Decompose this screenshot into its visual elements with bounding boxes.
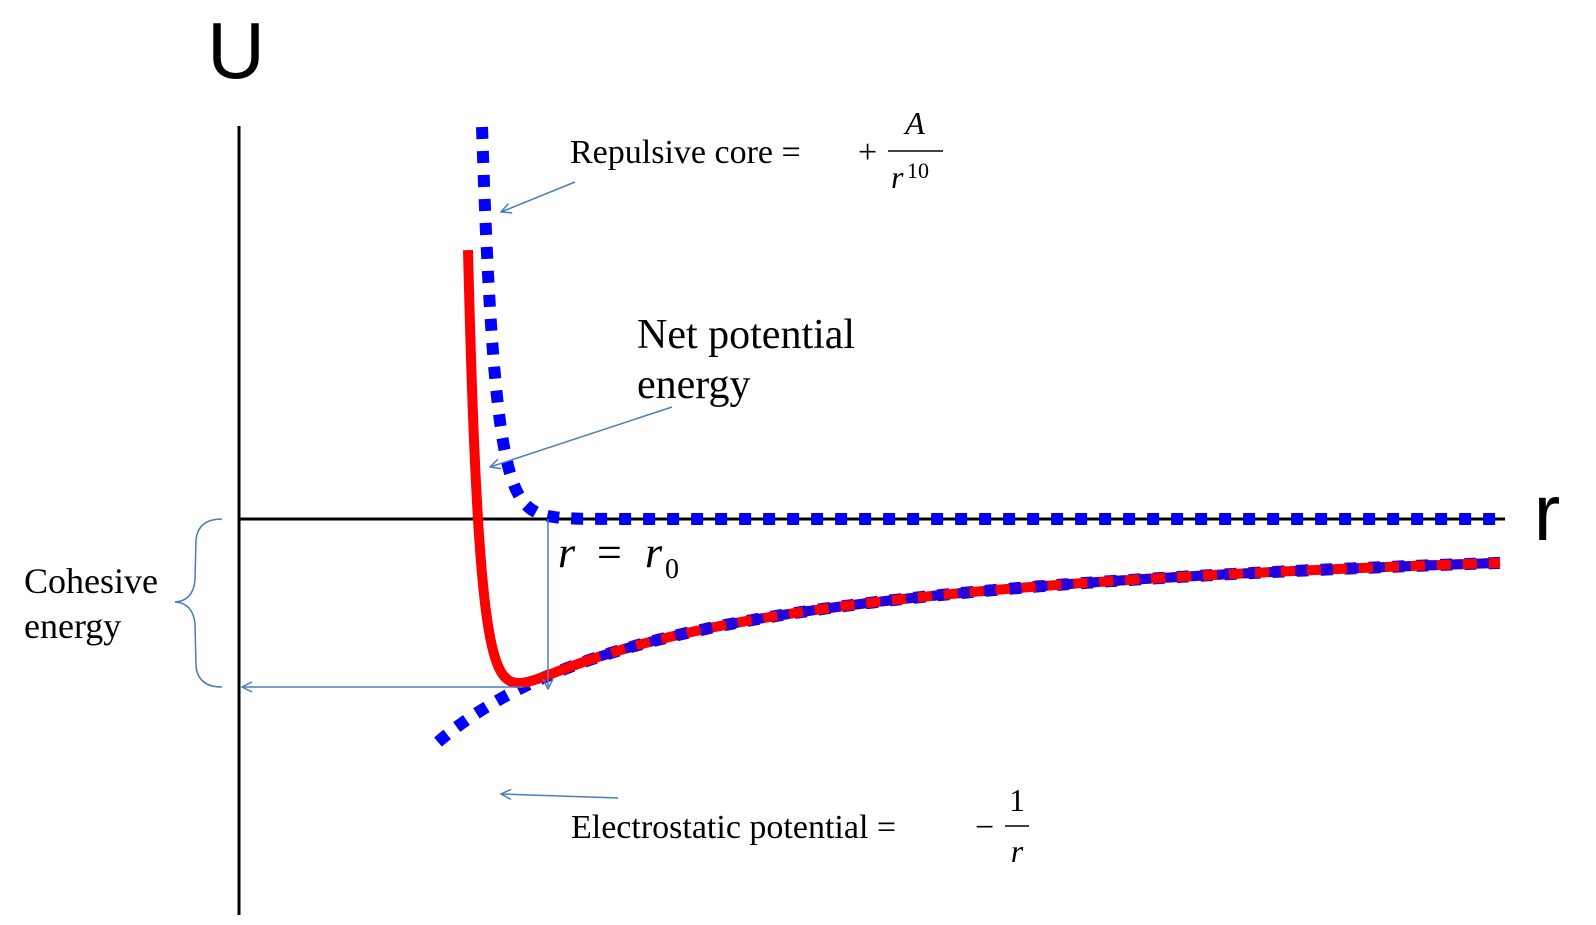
equilibrium-lhs: r: [558, 528, 576, 577]
net-potential-dotted-overlay: [598, 557, 1501, 662]
repulsive-core-label: Repulsive core = + A r 10: [570, 105, 943, 195]
repulsive-core-arrow: [501, 181, 576, 212]
repulsive-numerator: A: [903, 105, 925, 141]
repulsive-core-text: Repulsive core =: [570, 134, 801, 171]
equilibrium-equals: =: [597, 528, 622, 577]
electrostatic-numerator: 1: [1009, 782, 1025, 818]
net-potential-label-line1: Net potential: [637, 312, 855, 358]
net-potential-label-line2: energy: [637, 362, 751, 408]
electrostatic-arrow: [501, 794, 619, 798]
cohesive-label-line2: energy: [24, 606, 121, 646]
repulsive-denominator-base: r: [891, 159, 904, 195]
y-axis-label: U: [207, 6, 265, 95]
x-axis-label: r: [1534, 468, 1561, 557]
electrostatic-label: Electrostatic potential = − 1 r: [571, 782, 1029, 869]
cohesive-brace: [174, 518, 223, 688]
repulsive-sign: +: [858, 134, 877, 171]
electrostatic-sign: −: [975, 809, 994, 846]
repulsive-core-curve: [476, 126, 1500, 525]
electrostatic-text: Electrostatic potential =: [571, 809, 896, 846]
equilibrium-subscript: 0: [665, 554, 679, 585]
equilibrium-rhs: r: [645, 528, 663, 577]
electrostatic-denominator: r: [1011, 833, 1024, 869]
net-potential-arrow: [490, 406, 673, 467]
repulsive-denominator-exponent: 10: [907, 158, 929, 183]
cohesive-label-line1: Cohesive: [24, 561, 158, 601]
equilibrium-label: r = r 0: [558, 528, 679, 585]
net-potential-curve: [463, 249, 1504, 688]
